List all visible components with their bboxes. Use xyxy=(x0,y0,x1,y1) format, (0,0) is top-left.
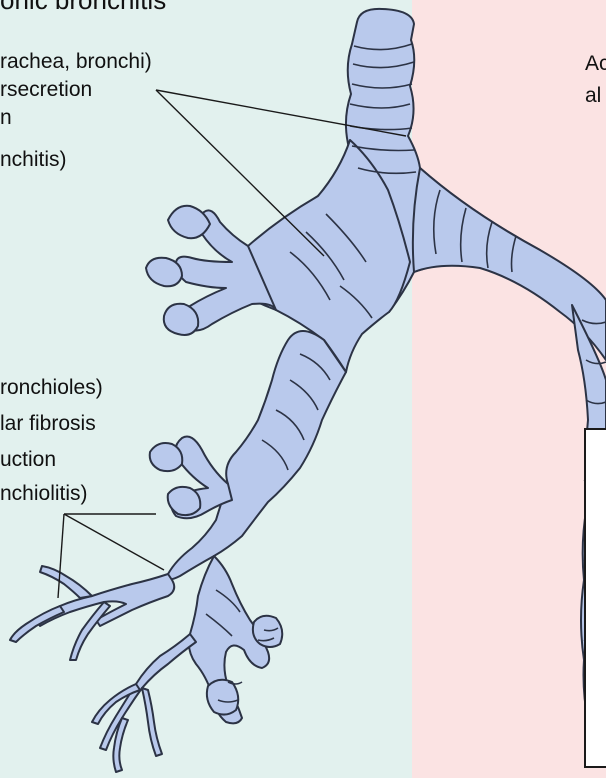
middle-bronchus-tip-2 xyxy=(168,487,201,515)
leader-line-bronchiole-2 xyxy=(58,514,64,598)
leader-line-bronchiole xyxy=(64,514,164,570)
bronchiole-branch-3 xyxy=(10,606,64,642)
lower-bronchus-tip-2 xyxy=(207,680,238,715)
middle-bronchus-tip-1 xyxy=(150,443,183,471)
bronchiole-branch-8 xyxy=(142,688,162,756)
bronchiole-branch-2 xyxy=(40,566,92,598)
upper-bronchus-tip-2 xyxy=(146,258,182,287)
upper-bronchus-tip-3 xyxy=(164,304,198,335)
bronchiole-branch-1 xyxy=(36,574,174,626)
inset-frame xyxy=(584,428,606,768)
upper-bronchus-tip-1 xyxy=(168,206,210,238)
